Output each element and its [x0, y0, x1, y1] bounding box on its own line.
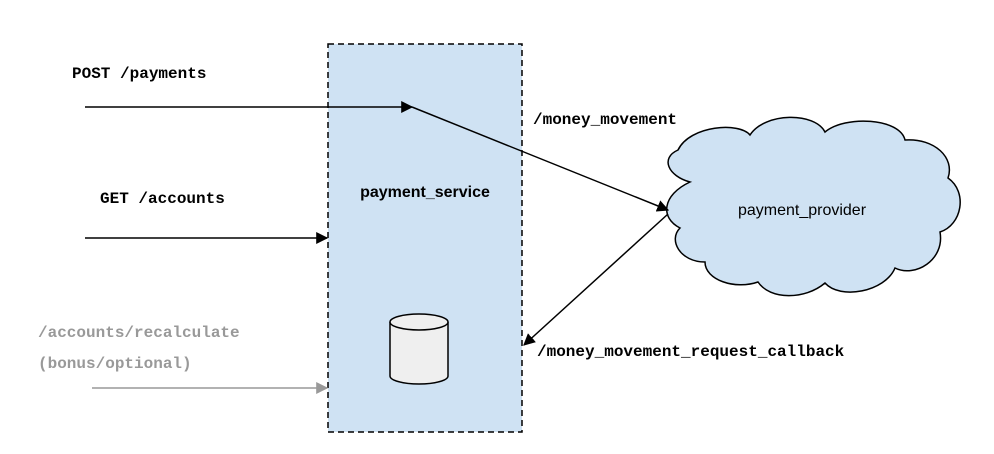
payment-service-label: payment_service [360, 184, 490, 201]
payment-provider-cloud: payment_provider [665, 116, 961, 297]
bonus-optional-label: (bonus/optional) [38, 355, 192, 373]
payment-provider-label: payment_provider [738, 202, 867, 219]
callback-label: /money_movement_request_callback [537, 343, 845, 361]
database-icon [389, 313, 449, 385]
money-movement-arrow [411, 106, 670, 212]
callback-arrow [523, 213, 669, 346]
money-movement-label: /money_movement [533, 111, 677, 129]
recalculate-label: /accounts/recalculate [38, 324, 240, 342]
post-payments-label: POST /payments [72, 65, 206, 83]
get-accounts-label: GET /accounts [100, 190, 225, 208]
